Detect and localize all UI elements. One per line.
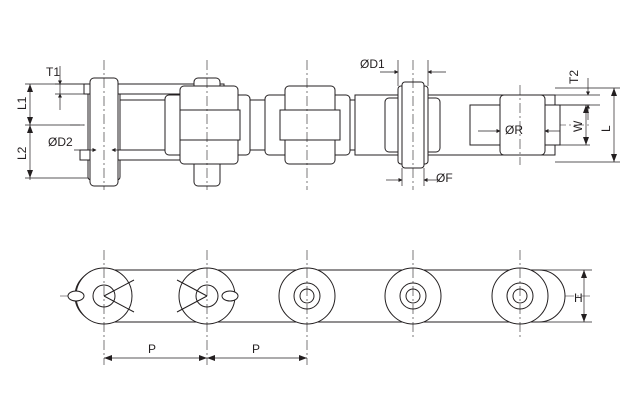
l-arrow-top [611, 88, 617, 96]
l-arrow-bot [611, 154, 617, 162]
label-h: H [574, 291, 583, 305]
cotter-pin-1 [103, 279, 135, 313]
label-f: ØF [436, 171, 453, 185]
l2-arrow-bot [27, 170, 33, 178]
h-arrow-bot [581, 314, 587, 322]
l1-arrow-bot [27, 117, 33, 125]
roller-r-plate [499, 94, 546, 156]
label-t1: T1 [46, 65, 60, 79]
label-r: ØR [505, 123, 523, 137]
bush-1 [179, 109, 241, 141]
p2-arrow-a [207, 355, 215, 361]
label-d1: ØD1 [360, 57, 385, 71]
top-view: T1 L1 L2 ØD2 ØD1 ØF ØR [15, 57, 620, 190]
label-l1: L1 [15, 96, 29, 110]
side-view: H P P [60, 250, 592, 365]
label-d2: ØD2 [48, 135, 73, 149]
label-w: W [571, 120, 585, 132]
label-l2: L2 [15, 146, 29, 160]
label-l: L [599, 125, 613, 132]
l1-arrow-top [27, 84, 33, 92]
bush-2 [279, 109, 341, 141]
p1-arrow-a [104, 355, 112, 361]
p1-arrow-b [199, 355, 207, 361]
label-p2: P [252, 342, 260, 356]
cotter-eye-1 [67, 290, 85, 302]
cotter-eye-2 [221, 290, 239, 302]
label-t2: T2 [567, 70, 581, 84]
label-p1: P [148, 342, 156, 356]
w-arrow-top [583, 105, 589, 113]
cotter-pin-2 [176, 279, 208, 313]
h-arrow-top [581, 270, 587, 278]
p2-arrow-b [299, 355, 307, 361]
w-arrow-bot [583, 137, 589, 145]
l2-arrow-top [27, 125, 33, 133]
